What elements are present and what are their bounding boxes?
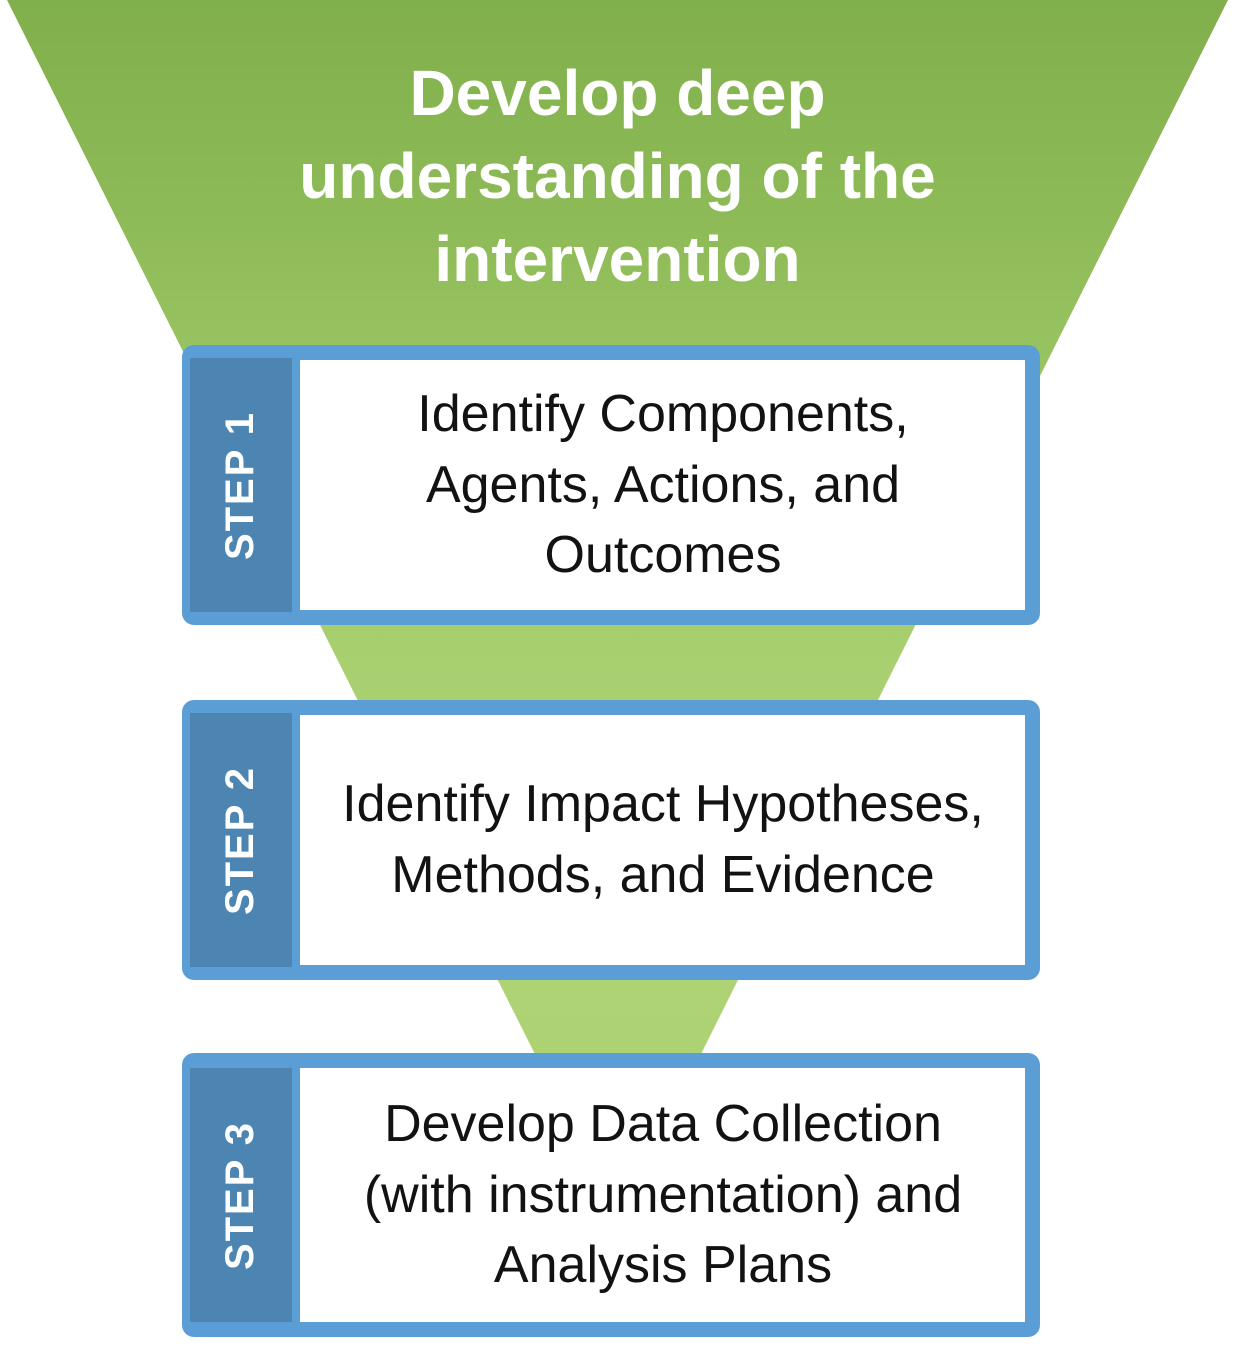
step-1-content: Identify Components, Agents, Actions, an… <box>301 360 1025 610</box>
step-3-label: STEP 3 <box>218 1120 263 1270</box>
funnel-title: Develop deep understanding of the interv… <box>299 57 936 296</box>
step-2-content: Identify Impact Hypotheses, Methods, and… <box>301 715 1025 965</box>
step-3-content: Develop Data Collection (with instrument… <box>301 1068 1025 1322</box>
step-1-tab: STEP 1 <box>182 350 300 620</box>
step-1-text: Identify Components, Agents, Actions, an… <box>417 384 909 585</box>
step-3-tab: STEP 3 <box>182 1060 300 1330</box>
step-2-tab: STEP 2 <box>182 705 300 975</box>
step-2-text: Identify Impact Hypotheses, Methods, and… <box>342 775 984 904</box>
step-2-label: STEP 2 <box>218 765 263 915</box>
step-3-text: Develop Data Collection (with instrument… <box>363 1094 963 1295</box>
step-2-box: Identify Impact Hypotheses, Methods, and… <box>182 700 1040 980</box>
step-1-box: Identify Components, Agents, Actions, an… <box>182 345 1040 625</box>
step-3-box: Develop Data Collection (with instrument… <box>182 1053 1040 1337</box>
step-1-label: STEP 1 <box>218 410 263 560</box>
